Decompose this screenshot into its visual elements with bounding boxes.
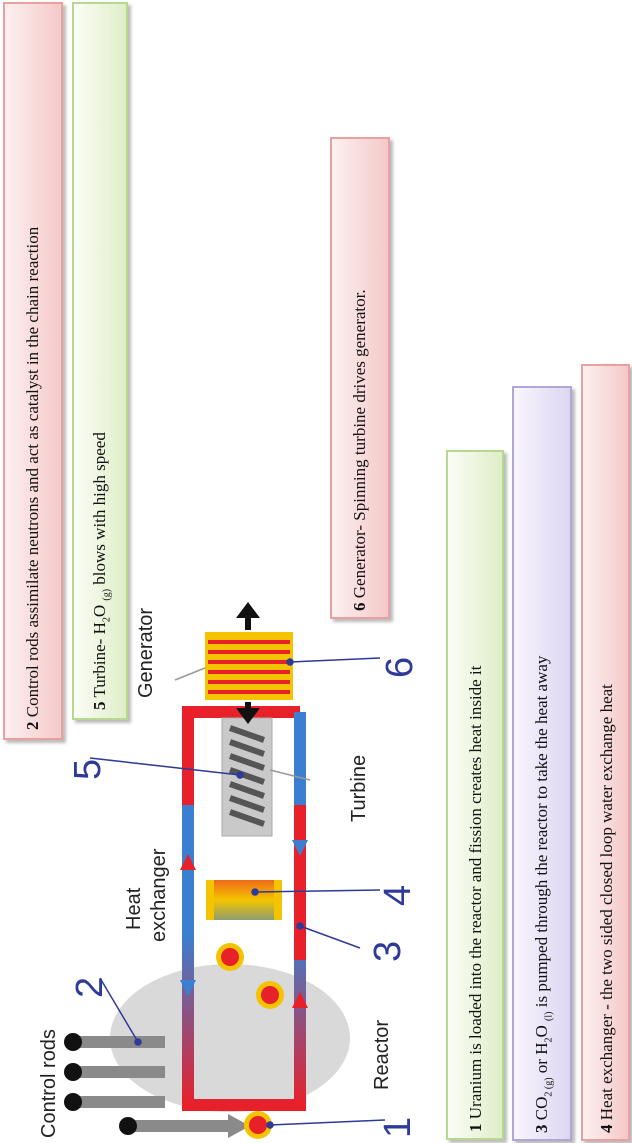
flow-arrow-icon [292, 840, 308, 856]
caption-box-2: 2 Control rods assimilate neutrons and a… [3, 2, 63, 740]
flow-arrow-icon [180, 854, 196, 870]
secondary-coolant-loop [182, 706, 306, 820]
callout-number-5: 5 [67, 759, 109, 780]
label-generator: Generator [135, 608, 157, 698]
reactor-vessel [110, 964, 350, 1112]
caption-number: 3 [532, 1124, 551, 1134]
caption-text: CO2 (g) or H2O (l) is pumped through the… [532, 655, 555, 1121]
caption-box-4: 4 Heat exchanger - the two sided closed … [581, 364, 630, 1141]
callout-number-1: 1 [377, 1117, 419, 1138]
arrow-down-icon [236, 708, 260, 724]
label-turbine: Turbine [348, 755, 370, 822]
turbine [221, 717, 273, 837]
callout-number-6: 6 [379, 657, 421, 678]
caption-text: Uranium is loaded into the reactor and f… [466, 665, 485, 1120]
callout-lines [89, 657, 386, 1129]
generator [205, 602, 293, 724]
callout-number-2: 2 [69, 977, 111, 998]
label-heat-exchanger-line2: exchanger [148, 848, 170, 942]
caption-box-5: 5 Turbine- H2O (g) blows with high speed [72, 2, 128, 720]
caption-text: Heat exchanger - the two sided closed lo… [597, 684, 616, 1121]
flow-arrow-icon [180, 980, 196, 996]
callout-number-4: 4 [377, 885, 419, 906]
caption-number: 1 [466, 1123, 485, 1133]
arrow-up-icon [236, 602, 260, 618]
fuel-pellets [216, 943, 284, 1139]
label-control-rods: Control rods [38, 1029, 60, 1138]
callout-number-3: 3 [367, 941, 409, 962]
caption-box-3: 3 CO2 (g) or H2O (l) is pumped through t… [512, 386, 572, 1141]
caption-number: 4 [597, 1124, 616, 1134]
label-reactor: Reactor [371, 1020, 393, 1090]
caption-box-6: 6 Generator- Spinning turbine drives gen… [330, 137, 390, 619]
caption-text: Generator- Spinning turbine drives gener… [350, 289, 369, 599]
control-rods [64, 1033, 250, 1138]
flow-arrow-icon [292, 992, 308, 1008]
nuclear-reactor-diagram: Control rods Reactor Heat exchanger Turb… [38, 602, 421, 1139]
caption-box-1: 1 Uranium is loaded into the reactor and… [446, 450, 504, 1140]
label-heat-exchanger-line1: Heat [123, 887, 145, 930]
